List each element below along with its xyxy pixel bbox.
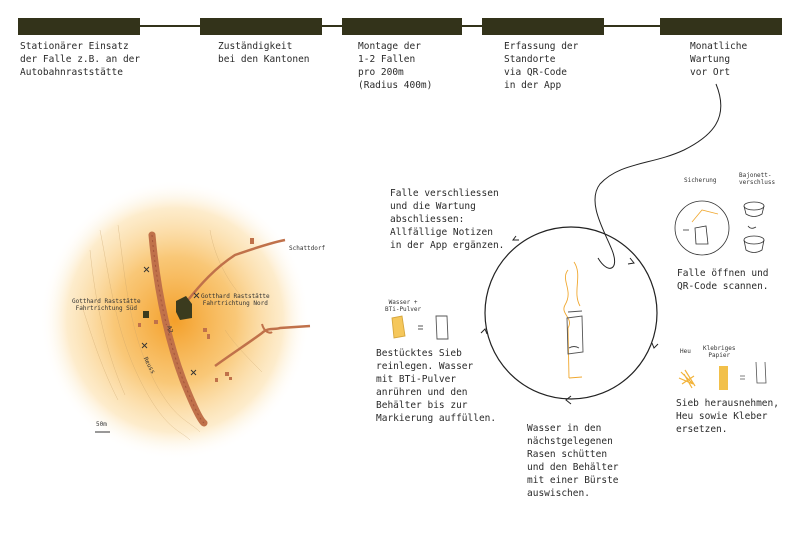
step-4-text: Erfassung der Standorte via QR-Code in d… xyxy=(504,41,579,91)
contour-lines xyxy=(79,224,263,441)
timeline-bar-2 xyxy=(200,18,322,35)
step-2-text: Zuständigkeit bei den Kantonen xyxy=(218,41,310,65)
label-heu: Heu xyxy=(680,348,691,355)
bayonet-sketch xyxy=(743,201,765,253)
step-1-text: Stationärer Einsatz der Falle z.B. an de… xyxy=(20,41,141,78)
note-refill: Bestücktes Sieb reinlegen. Wasser mit BT… xyxy=(376,348,497,424)
label-kleber: Klebriges Papier xyxy=(703,345,736,359)
trap-markers xyxy=(141,266,200,376)
hay-sketch xyxy=(678,369,696,389)
map-glow xyxy=(40,180,310,460)
timeline-bar-3 xyxy=(342,18,462,35)
label-rest-stop-north: Gotthard Raststätte Fahrtrichtung Nord xyxy=(201,293,270,307)
step-3-text: Montage der 1-2 Fallen pro 200m (Radius … xyxy=(358,41,433,91)
label-wasser: Wasser + BTi-Pulver xyxy=(385,299,422,313)
rest-stop-south-building xyxy=(143,311,149,318)
step-5-text: Monatliche Wartung vor Ort xyxy=(690,41,748,78)
maintenance-path xyxy=(594,83,722,269)
cycle-arrows xyxy=(480,235,659,405)
label-sicherung: Sicherung xyxy=(684,177,717,184)
timeline-connector xyxy=(462,25,482,27)
maintenance-cycle xyxy=(484,226,658,400)
replace-sieve-sketch xyxy=(740,361,767,384)
timeline-bar-1 xyxy=(18,18,140,35)
trap-sketch xyxy=(563,261,584,379)
timeline-connector xyxy=(604,25,660,27)
lock-sketch xyxy=(674,200,730,256)
rest-stop-north-building xyxy=(176,296,192,320)
note-replace: Sieb herausnehmen, Heu sowie Kleber erse… xyxy=(676,398,779,435)
label-schattdorf: Schattdorf xyxy=(289,245,326,252)
label-bajonett: Bajonett- verschluss xyxy=(739,172,776,186)
small-buildings xyxy=(138,238,254,382)
timeline-connector xyxy=(140,25,200,27)
road-schattdorf xyxy=(187,238,286,301)
label-scale: 50m xyxy=(96,421,107,428)
refill-sketch xyxy=(391,315,449,340)
note-close-trap: Falle verschliessen und die Wartung absc… xyxy=(390,188,505,251)
timeline-bar-4 xyxy=(482,18,604,35)
timeline-bar-5 xyxy=(660,18,782,35)
note-rinse: Wasser in den nächstgelegenen Rasen schü… xyxy=(527,423,619,499)
note-open-trap: Falle öffnen und QR-Code scannen. xyxy=(677,268,769,292)
timeline-connector xyxy=(322,25,342,27)
label-rest-stop-south: Gotthard Raststätte Fahrtrichtung Süd xyxy=(72,298,141,312)
road-east xyxy=(214,324,311,368)
sticky-paper-sketch xyxy=(719,366,728,390)
